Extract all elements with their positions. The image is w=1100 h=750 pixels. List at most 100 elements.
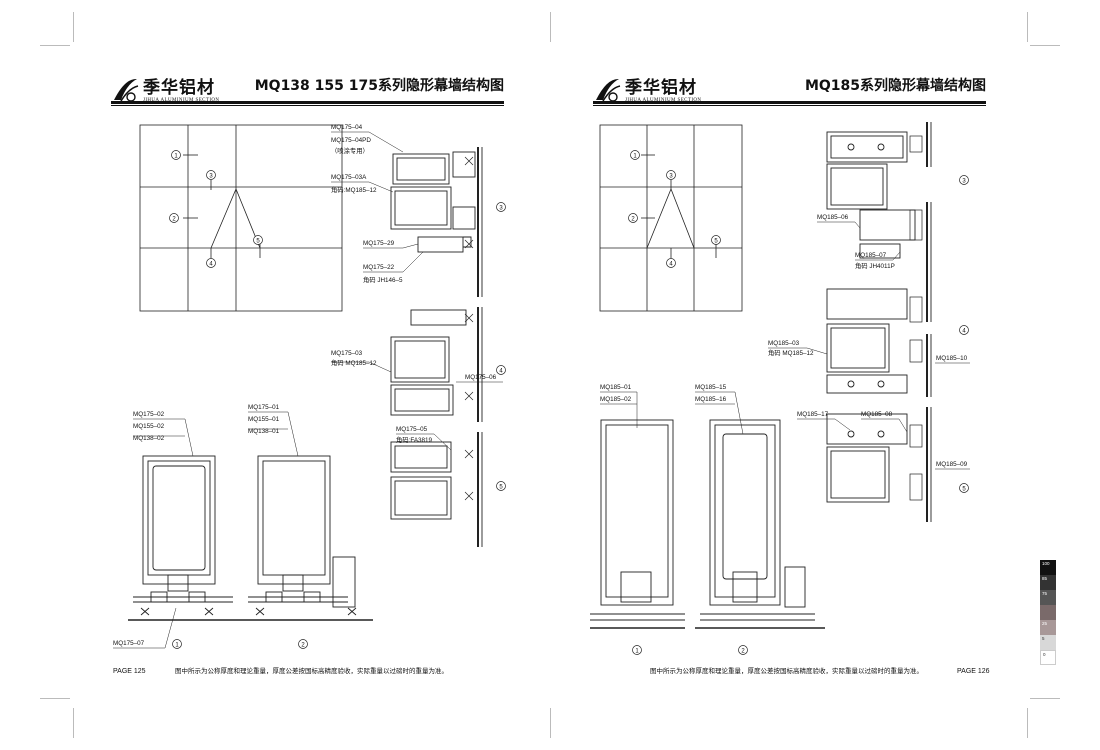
color-calibration-bar: 100 85 75 25 5 0 (1040, 560, 1056, 665)
label-mq185-03: MQ185–03 (768, 340, 800, 347)
label-spray-only: （喷涂专用） (331, 146, 369, 155)
crop-mark (1027, 708, 1028, 738)
vertical-section-leaders (113, 131, 503, 649)
svg-text:2: 2 (631, 217, 635, 223)
label-mq185-08: MQ185–08 (861, 411, 893, 418)
swatch-blank (1040, 605, 1056, 620)
svg-text:1: 1 (635, 649, 639, 655)
label-mq185-02: MQ185–02 (600, 396, 632, 403)
label-mq185-07: MQ185–07 (855, 252, 887, 259)
page-number: PAGE 125 (113, 668, 146, 675)
swatch-85: 85 (1040, 575, 1056, 590)
glass-clip (464, 156, 474, 501)
label-mq175-04: MQ175–04 (331, 124, 363, 131)
label-corner-mq185-12b: 角码 MQ185–12 (331, 358, 377, 367)
elevation-grid (139, 124, 343, 312)
label-mq185-15: MQ185–15 (695, 384, 727, 391)
vertical-section (826, 122, 932, 522)
page-title: MQ138 155 175系列隐形幕墙结构图 (254, 78, 504, 94)
elevation-grid (599, 124, 743, 312)
crop-mark (1030, 45, 1060, 46)
label-mq185-01: MQ185–01 (600, 384, 632, 391)
svg-text:1: 1 (175, 643, 179, 649)
brand-subtitle: JIHUA ALUMINIUM SECTION (143, 97, 219, 104)
svg-text:3: 3 (499, 206, 503, 212)
svg-text:4: 4 (962, 329, 966, 335)
brand-logo: 季华铝材 JIHUA ALUMINIUM SECTION (111, 76, 219, 104)
header-rule (593, 101, 986, 104)
svg-text:2: 2 (741, 649, 745, 655)
right-page: 季华铝材 JIHUA ALUMINIUM SECTION MQ185系列隐形幕墙… (555, 52, 1030, 692)
swatch-5: 5 (1040, 635, 1056, 650)
label-mq175-29: MQ175–29 (363, 240, 395, 247)
crop-mark (1030, 698, 1060, 699)
swatch-100: 100 (1040, 560, 1056, 575)
svg-text:3: 3 (962, 179, 966, 185)
label-mq175-22: MQ175–22 (363, 264, 395, 271)
header-rule (111, 101, 504, 104)
left-drawing: 1 2 3 4 5 (113, 124, 506, 649)
header-rule-thin (593, 105, 986, 106)
crop-mark (550, 708, 551, 738)
label-mq175-06: MQ175–06 (465, 374, 497, 381)
left-page: 季华铝材 JIHUA ALUMINIUM SECTION MQ138 155 1… (73, 52, 548, 692)
mullion-section-1 (590, 419, 685, 629)
section-marker: 1 2 (632, 645, 748, 655)
crop-mark (40, 45, 70, 46)
label-mq185-17: MQ185–17 (797, 411, 829, 418)
svg-text:3: 3 (669, 174, 673, 180)
svg-text:3: 3 (209, 174, 213, 180)
vertical-section-leaders (600, 221, 970, 470)
svg-text:5: 5 (714, 239, 718, 245)
label-mq185-10: MQ185–10 (936, 355, 968, 362)
brand-logo: 季华铝材 JIHUA ALUMINIUM SECTION (593, 76, 701, 104)
footnote: 图中所示为公称厚度和理论重量，厚度公差按国标高精度验收，实际重量以过磅时的重量为… (650, 667, 923, 675)
label-mq175-03: MQ175–03 (331, 350, 363, 357)
label-mq175-04pd: MQ175–04PD (331, 137, 371, 144)
vertical-section (390, 147, 483, 547)
mullion-section-1 (128, 455, 238, 621)
swatch-25: 25 (1040, 620, 1056, 635)
label-mq175-02: MQ175–02 (133, 411, 165, 418)
label-corner-mq185-12: 角码:MQ185–12 (331, 185, 377, 194)
label-mq185-09: MQ185–09 (936, 461, 968, 468)
label-mq185-16: MQ185–16 (695, 396, 727, 403)
brand-name: 季华铝材 (143, 78, 215, 98)
svg-text:5: 5 (499, 485, 503, 491)
svg-text:2: 2 (301, 643, 305, 649)
label-mq155-02: MQ155–02 (133, 423, 165, 430)
section-marker: 3 4 5 (496, 202, 506, 491)
right-drawing: 1 2 3 4 5 (590, 122, 970, 655)
grid-marker: 1 2 3 4 5 (169, 150, 263, 268)
crop-mark (550, 12, 551, 42)
crop-mark (1027, 12, 1028, 42)
brand-subtitle: JIHUA ALUMINIUM SECTION (625, 97, 701, 104)
label-corner-mq185-12: 角码 MQ185–12 (768, 348, 814, 357)
section-marker: 3 4 5 (959, 175, 969, 493)
mullion-section-2 (238, 455, 373, 621)
label-mq138-02: MQ138–02 (133, 435, 165, 442)
label-mq175-07: MQ175–07 (113, 640, 145, 647)
label-corner-jh4011p: 角码 JH4011P (855, 261, 895, 270)
label-mq138-01: MQ138–01 (248, 428, 280, 435)
svg-text:4: 4 (209, 262, 213, 268)
svg-text:4: 4 (499, 369, 503, 375)
brand-name: 季华铝材 (625, 78, 697, 98)
svg-text:4: 4 (669, 262, 673, 268)
label-corner-jh146-5: 角码 JH146–5 (363, 275, 403, 284)
label-mq175-01: MQ175–01 (248, 404, 280, 411)
grid-marker: 1 2 3 4 5 (628, 150, 721, 268)
svg-text:5: 5 (962, 487, 966, 493)
label-corner-fa3819: 角码:FA3819 (396, 435, 433, 444)
header-rule-thin (111, 105, 504, 106)
label-mq175-03a: MQ175–03A (331, 174, 367, 181)
label-mq175-05: MQ175–05 (396, 426, 428, 433)
svg-text:5: 5 (256, 239, 260, 245)
page-title: MQ185系列隐形幕墙结构图 (804, 78, 986, 94)
crop-mark (40, 698, 70, 699)
svg-text:1: 1 (174, 154, 178, 160)
swatch-0: 0 (1040, 650, 1056, 665)
footnote: 图中所示为公称厚度和理论重量，厚度公差按国标高精度验收，实际重量以过磅时的重量为… (175, 667, 448, 675)
mullion-section-2 (695, 419, 825, 629)
page-number: PAGE 126 (957, 668, 990, 675)
